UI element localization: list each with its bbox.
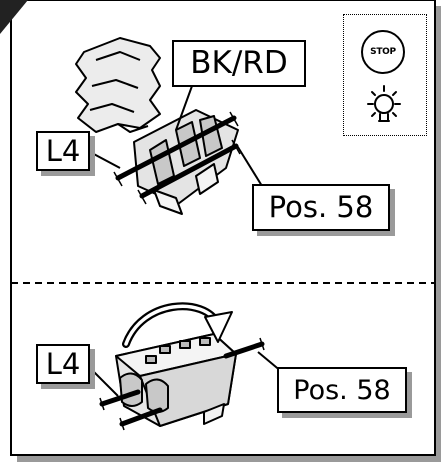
- lead-label-bottom: L4: [36, 344, 90, 384]
- position-label-bottom: Pos. 58: [277, 367, 407, 413]
- lead-label-top: L4: [36, 131, 90, 171]
- stop-sign-text: STOP: [370, 47, 396, 57]
- wire-color-label: BK/RD: [172, 40, 306, 87]
- position-label-top: Pos. 58: [252, 184, 390, 231]
- stop-sign-icon: STOP: [361, 30, 405, 74]
- connector-cover: [76, 38, 160, 132]
